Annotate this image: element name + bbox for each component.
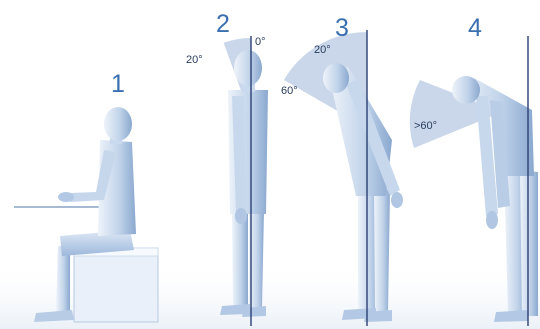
posture-3-angle-label-60: 60° <box>281 86 298 97</box>
posture-2-vertical-label: 0° <box>255 37 266 48</box>
posture-3-number: 3 <box>335 16 349 41</box>
posture-2-angle-label: 20° <box>186 55 203 66</box>
posture-4-angle-label: >60° <box>414 121 437 132</box>
posture-1-number: 1 <box>111 72 125 97</box>
posture-3-angle-label-20: 20° <box>314 45 331 56</box>
stool <box>74 248 158 322</box>
posture-2-number: 2 <box>216 12 230 37</box>
posture-4-number: 4 <box>468 16 482 41</box>
